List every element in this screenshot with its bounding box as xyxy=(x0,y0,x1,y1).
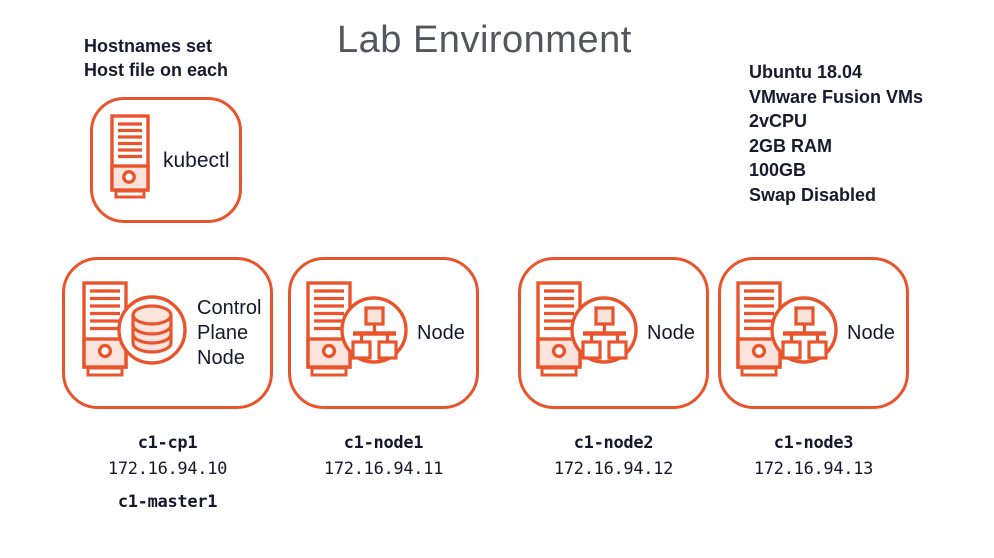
note-specs-line-3: 2vCPU xyxy=(749,111,808,131)
note-specs: Ubuntu 18.04 VMware Fusion VMs 2vCPU 2GB… xyxy=(749,60,923,207)
card-worker-node-2-label: Node xyxy=(647,321,695,344)
card-kubectl-workstation[interactable]: kubectl xyxy=(90,97,242,223)
ip-node-1: 172.16.94.11 xyxy=(323,459,444,479)
card-control-plane-content: Control Plane Node xyxy=(65,260,270,406)
card-worker-node-1-label: Node xyxy=(417,321,465,344)
card-control-plane-label: Control Plane Node xyxy=(197,296,262,369)
worker-node-glyph-group xyxy=(305,279,415,387)
card-worker-node-3[interactable]: Node xyxy=(718,257,909,409)
host-label-node-3: c1-node3 172.16.94.13 xyxy=(718,430,909,482)
card-kubectl-label: kubectl xyxy=(163,148,230,172)
note-specs-line-4: 2GB RAM xyxy=(749,135,833,156)
hostname-node-3: c1-node3 xyxy=(773,433,854,453)
card-kubectl-content: kubectl xyxy=(93,100,239,220)
card-worker-node-3-content: Node xyxy=(721,260,906,406)
ip-node-3: 172.16.94.13 xyxy=(753,459,874,479)
control-plane-glyph-group xyxy=(81,279,193,387)
worker-node-glyph-group xyxy=(735,279,845,387)
note-specs-line-1: Ubuntu 18.04 xyxy=(749,62,863,82)
hostname-node-1: c1-node1 xyxy=(343,433,424,453)
note-specs-line-6: Swap Disabled xyxy=(749,184,877,205)
host-label-control-plane: c1-cp1 172.16.94.10 c1-master1 xyxy=(62,430,273,515)
host-label-node-1: c1-node1 172.16.94.11 xyxy=(288,430,479,482)
ip-node-2: 172.16.94.12 xyxy=(553,459,674,479)
network-topology-icon xyxy=(340,296,408,364)
server-tower-icon xyxy=(82,281,128,377)
card-worker-node-3-label: Node xyxy=(847,321,895,344)
card-worker-node-1[interactable]: Node xyxy=(288,257,479,409)
hostname-node-2: c1-node2 xyxy=(573,433,654,453)
note-specs-line-5: 100GB xyxy=(749,160,807,180)
note-hostnames-line-1: Hostnames set xyxy=(84,36,213,56)
network-topology-icon xyxy=(570,296,638,364)
card-worker-node-2[interactable]: Node xyxy=(518,257,709,409)
network-topology-icon xyxy=(770,296,838,364)
note-hostnames-line-2: Host file on each xyxy=(84,60,229,80)
database-icon xyxy=(117,295,187,365)
note-hostnames: Hostnames set Host file on each xyxy=(84,34,228,82)
card-worker-node-1-content: Node xyxy=(291,260,476,406)
page-title: Lab Environment xyxy=(337,19,632,61)
note-specs-line-2: VMware Fusion VMs xyxy=(749,86,924,107)
host-label-node-2: c1-node2 172.16.94.12 xyxy=(518,430,709,482)
worker-node-glyph-group xyxy=(535,279,645,387)
card-control-plane-node[interactable]: Control Plane Node xyxy=(62,257,273,409)
card-worker-node-2-content: Node xyxy=(521,260,706,406)
alt-hostname-control-plane: c1-master1 xyxy=(117,492,218,512)
server-tower-icon xyxy=(109,114,155,206)
ip-control-plane: 172.16.94.10 xyxy=(107,459,228,479)
hostname-control-plane: c1-cp1 xyxy=(137,433,198,453)
server-tower-icon xyxy=(536,281,582,377)
